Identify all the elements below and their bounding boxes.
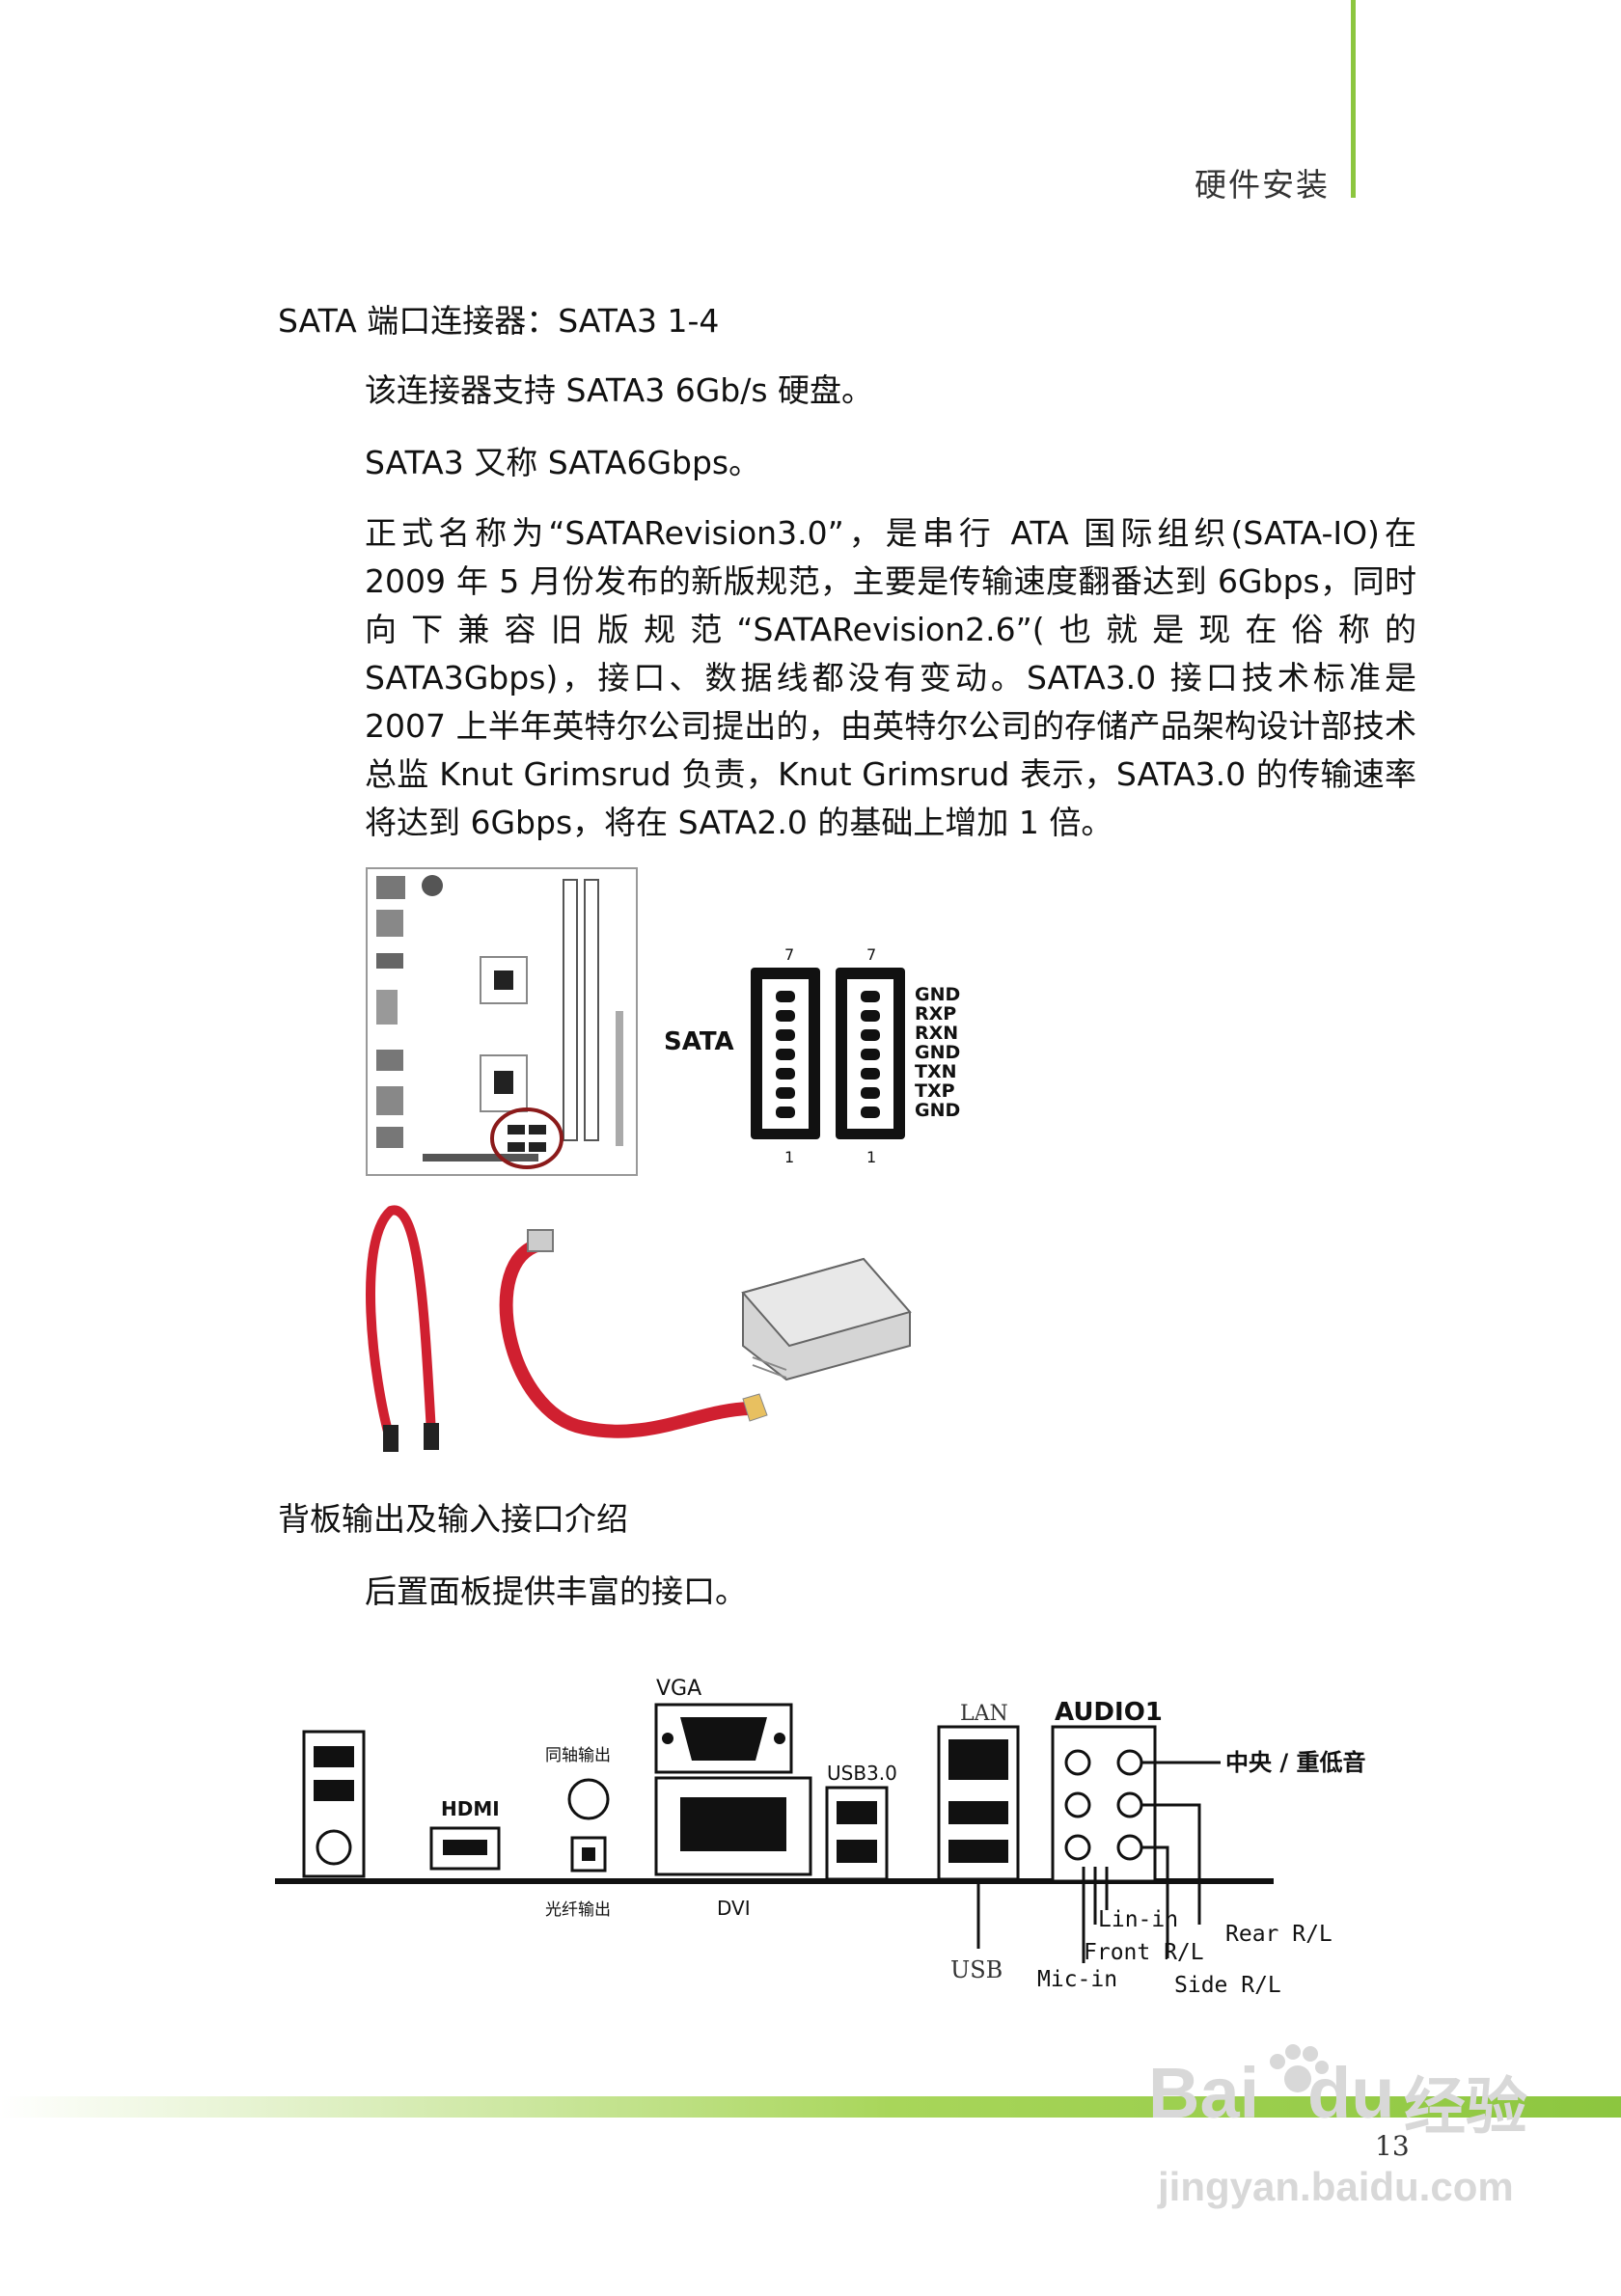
rear-rl-label: Rear R/L <box>1225 1922 1333 1947</box>
sata-pin-contact <box>776 1029 795 1041</box>
sata-pin-name: RXP <box>915 1003 956 1025</box>
pin-bottom-left: 1 <box>784 1148 794 1166</box>
sata-pin-contact <box>776 1107 795 1118</box>
sata-paragraph-2: SATA3 又称 SATA6Gbps。 <box>365 444 761 481</box>
vga-label: VGA <box>656 1677 701 1701</box>
mic-in-label: Mic-in <box>1037 1967 1117 1992</box>
sata-heading: SATA 端口连接器：SATA3 1-4 <box>278 302 720 340</box>
sata-paragraph-1: 该连接器支持 SATA3 6Gb/s 硬盘。 <box>365 371 874 409</box>
line-in-label: Lin-in <box>1098 1907 1178 1932</box>
sata-pin-contact <box>776 1049 795 1060</box>
front-label: Front R/L <box>1084 1940 1204 1965</box>
sata-cable-illustration <box>366 1205 912 1452</box>
pin-bottom-right: 1 <box>866 1148 876 1166</box>
sata-label: SATA <box>664 1027 734 1056</box>
lan-label: LAN <box>960 1702 1008 1726</box>
pin-top-right: 7 <box>866 945 876 964</box>
sata-paragraph-3: 正式名称为“SATARevision3.0”，是串行 ATA 国际组织(SATA… <box>365 514 1416 841</box>
sata-pin-contact <box>861 1010 880 1022</box>
dvi-label: DVI <box>717 1897 751 1920</box>
rear-io-panel-diagram: HDMI 同轴输出 光纤输出 VGA DVI USB3.0 LAN USB AU… <box>275 1677 1365 1998</box>
rear-panel-heading: 背板输出及输入接口介绍 <box>278 1500 628 1538</box>
rear-panel-paragraph: 后置面板提供丰富的接口。 <box>365 1572 747 1610</box>
header-accent-line <box>1351 0 1356 198</box>
sata-pin-contact <box>861 1107 880 1118</box>
sata-pin-contact <box>776 1087 795 1099</box>
coax-label: 同轴输出 <box>545 1746 611 1765</box>
motherboard-layout-figure <box>366 867 638 1176</box>
sata-pin-name: RXN <box>915 1023 958 1044</box>
optical-label: 光纤输出 <box>545 1900 611 1920</box>
footer-green-bar <box>0 2096 1621 2118</box>
watermark-url: jingyan.baidu.com <box>1158 2164 1514 2209</box>
sata-pin-contact <box>776 991 795 1002</box>
sata-pin-contact <box>861 1087 880 1099</box>
usb3-label: USB3.0 <box>827 1762 897 1785</box>
baidu-watermark: Bai du 经验 jingyan.baidu.com <box>1148 2044 1602 2253</box>
paw-icon <box>1270 2044 1329 2092</box>
running-header: 硬件安装 <box>1195 166 1330 204</box>
sata-pin-contact <box>861 1049 880 1060</box>
side-rl-label: Side R/L <box>1174 1973 1281 1998</box>
sata-pin-contact <box>776 1068 795 1080</box>
sata-pin-name: GND <box>915 984 960 1005</box>
audio-label: AUDIO1 <box>1055 1698 1163 1727</box>
pin-top-left: 7 <box>784 945 794 964</box>
hdmi-label: HDMI <box>441 1797 500 1820</box>
watermark-brand: Bai <box>1148 2053 1260 2133</box>
sata-pin-name: GND <box>915 1042 960 1063</box>
page-number: 13 <box>1375 2130 1410 2162</box>
sata-pin-name: TXP <box>915 1080 955 1102</box>
sata-pin-contact <box>861 1068 880 1080</box>
usb-label: USB <box>950 1956 1003 1983</box>
sata-pin-name: TXN <box>915 1061 957 1082</box>
sata-pin-name: GND <box>915 1100 960 1121</box>
sata-pin-contact <box>776 1010 795 1022</box>
center-sub-label: 中央 / 重低音 <box>1225 1749 1365 1776</box>
watermark-product: 经验 <box>1404 2072 1527 2144</box>
sata-pin-contact <box>861 991 880 1002</box>
sata-pin-contact <box>861 1029 880 1041</box>
